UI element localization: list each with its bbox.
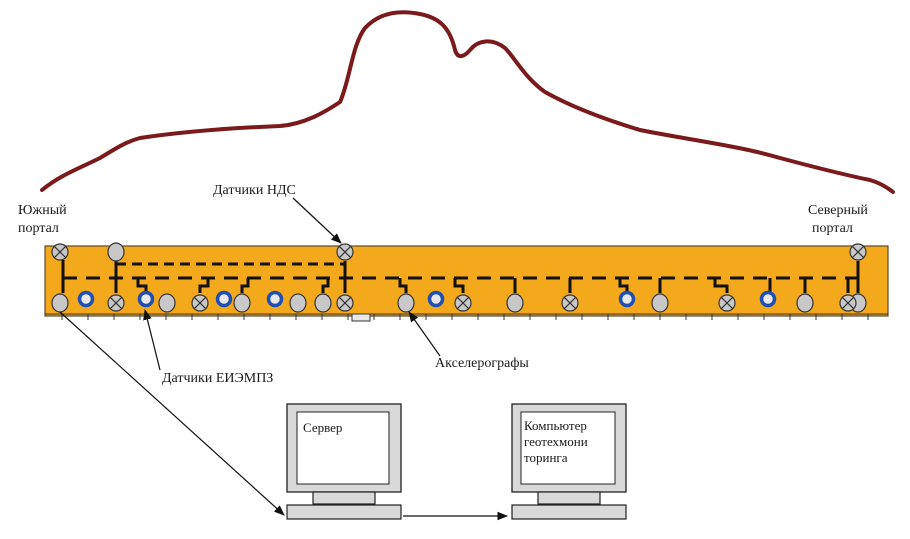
nds-sensor-cross-b [851, 245, 865, 259]
nds-sensor-cross-b [563, 296, 577, 310]
nds-sensor-cross-b [456, 296, 470, 310]
nds-sensor-6 [336, 294, 354, 312]
eiempz-sensor-7 [759, 290, 777, 308]
server-base [286, 504, 402, 520]
server-screen-text: Сервер [303, 420, 342, 435]
south-portal-label-line2: портал [18, 221, 59, 236]
eiempz-sensor-4 [266, 290, 284, 308]
geotech-stand [537, 491, 601, 505]
server-computer: Сервер [286, 403, 402, 520]
accelerograph-sensor-8 [506, 293, 524, 313]
accelerograph-sensor-10 [796, 293, 814, 313]
server-stand [312, 491, 376, 505]
cable-network [61, 260, 860, 293]
south-portal-label-line1: Южный [18, 203, 67, 218]
nds-arrow [292, 197, 342, 244]
nds-sensor-7 [454, 294, 472, 312]
junction-6 [453, 278, 465, 293]
accelerograph-arrow [408, 311, 441, 357]
nds-sensor-cross-b [109, 296, 123, 310]
eiempz-sensor-1 [77, 290, 95, 308]
sensor-layer [51, 242, 867, 313]
nds-sensor-5 [191, 294, 209, 312]
geotech-screen-text-line2: геотехмони [524, 434, 588, 449]
nds-sensor-2 [336, 243, 354, 261]
accelerograph-sensor-5 [289, 293, 307, 313]
north-portal-label-line1: Северный [808, 203, 868, 218]
nds-sensor-cross-b [53, 245, 67, 259]
accelerograph-sensor-9 [651, 293, 669, 313]
tunnel-ticks [61, 314, 869, 320]
nds-sensor-4 [107, 294, 125, 312]
accelerograph-sensor-7 [397, 293, 415, 313]
nds-sensor-1 [51, 243, 69, 261]
nds-sensor-3 [849, 243, 867, 261]
junction-11 [713, 278, 729, 293]
geotech-screen [520, 411, 616, 485]
tunnel-service-box [351, 313, 371, 322]
nds-sensor-cross-b [338, 296, 352, 310]
accelerograph-sensor-4 [233, 293, 251, 313]
server-screen [296, 411, 390, 485]
north-portal-label-line2: портал [812, 221, 853, 236]
eiempz-sensors-label: Датчики ЕИЭМПЗ [162, 371, 273, 386]
data-link-arrow [59, 311, 285, 516]
nds-sensor-9 [718, 294, 736, 312]
accelerograph-sensor-2 [107, 242, 125, 262]
eiempz-sensor-3 [215, 290, 233, 308]
accelerograph-sensor-6 [314, 293, 332, 313]
nds-sensor-cross-b [338, 245, 352, 259]
geotech-computer: Компьютер геотехмони торинга [511, 403, 627, 520]
eiempz-sensor-6 [618, 290, 636, 308]
nds-sensor-10 [839, 294, 857, 312]
nds-sensor-cross-b [841, 296, 855, 310]
accelerographs-label: Акселерографы [435, 356, 529, 371]
junction-9 [618, 278, 629, 293]
junction-4 [321, 278, 330, 293]
mountain-profile [40, 10, 895, 194]
geotech-screen-text-line3: торинга [524, 450, 568, 465]
callout-arrows [59, 197, 509, 521]
geotech-base [511, 504, 627, 520]
eiempz-sensor-5 [427, 290, 445, 308]
junction-2 [198, 278, 210, 293]
nds-sensor-cross-b [720, 296, 734, 310]
junction-1 [136, 278, 148, 293]
geotech-screen-text-line1: Компьютер [524, 418, 587, 433]
nds-sensor-cross-b [193, 296, 207, 310]
nds-sensor-8 [561, 294, 579, 312]
eiempz-sensor-2 [137, 290, 155, 308]
accelerograph-sensor-3 [158, 293, 176, 313]
junction-5 [398, 278, 408, 293]
eiempz-arrow [143, 308, 161, 371]
nds-sensors-label: Датчики НДС [213, 183, 296, 198]
accelerograph-sensor-1 [51, 293, 69, 313]
junction-3 [240, 278, 250, 293]
